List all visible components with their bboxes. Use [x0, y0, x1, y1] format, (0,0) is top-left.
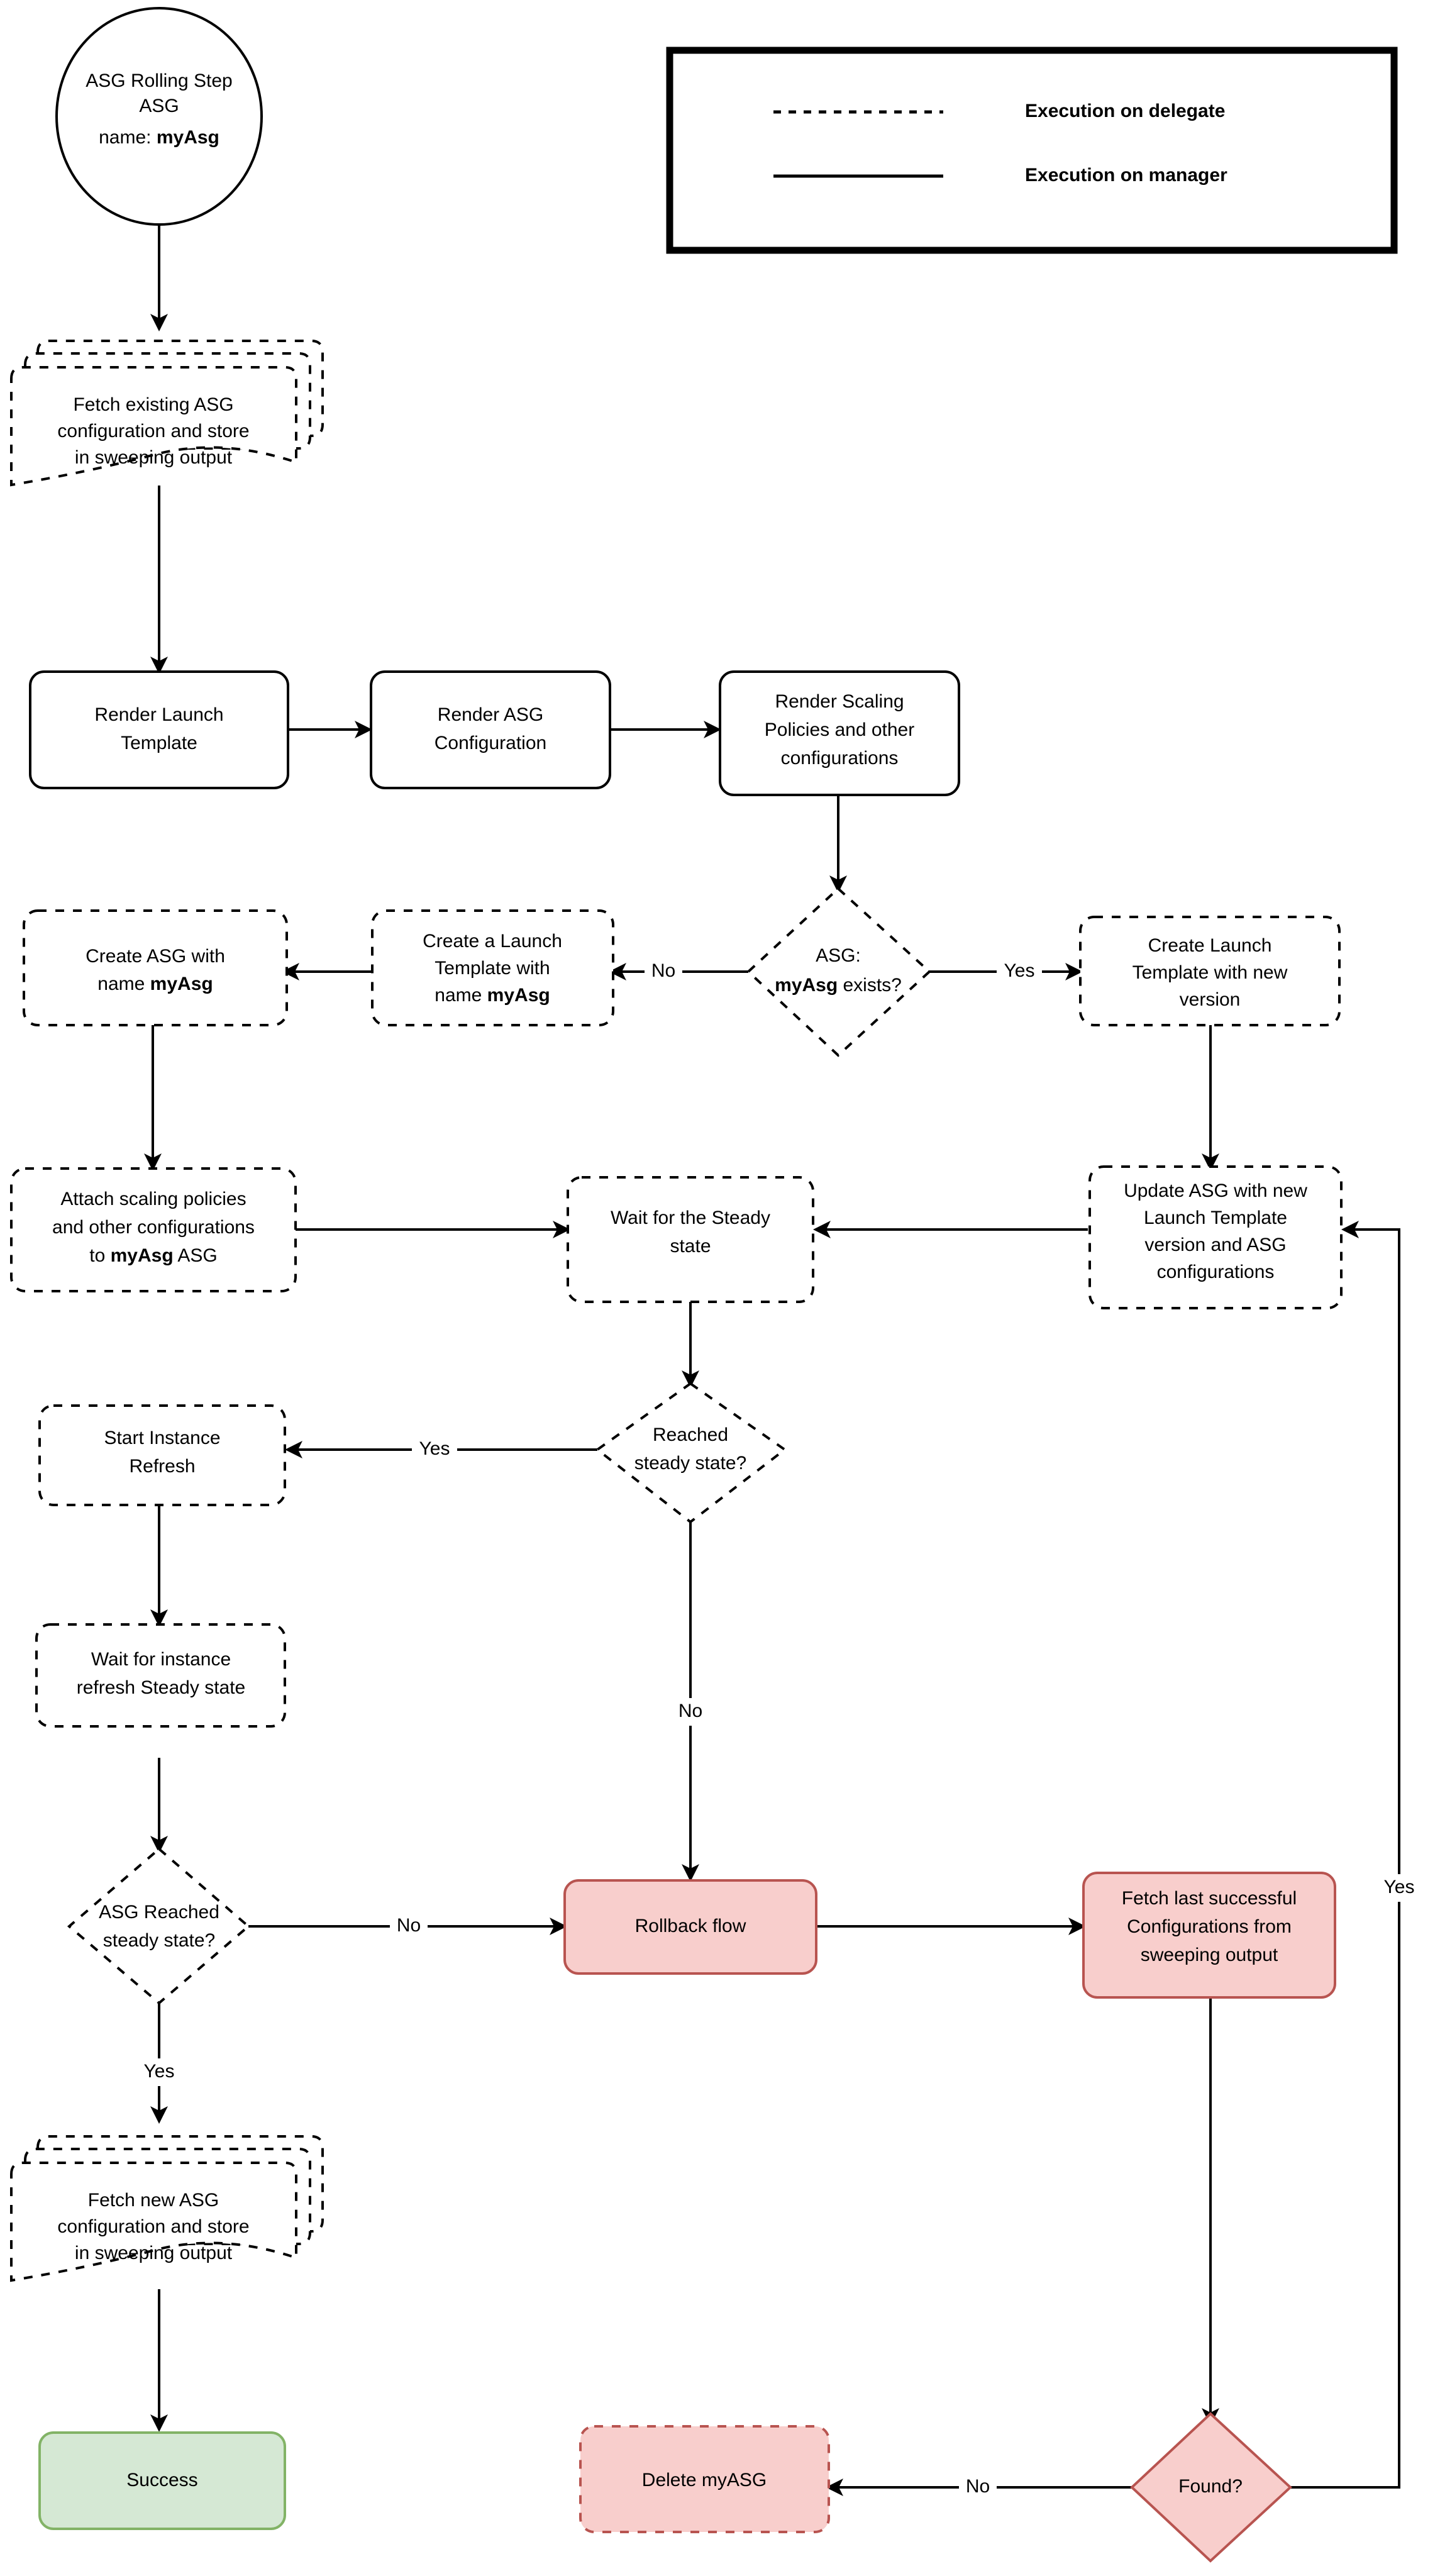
node-update-asg[interactable]: Update ASG with new Launch Template vers… — [1088, 1165, 1343, 1309]
node-asg-exists-line1: ASG: — [816, 945, 861, 966]
node-render-scaling-policies[interactable]: Render Scaling Policies and other config… — [719, 670, 960, 796]
node-wait-steady-state[interactable]: Wait for the Steady state — [567, 1176, 814, 1303]
node-delete-myasg[interactable]: Delete myASG — [579, 2425, 830, 2533]
node-create-asg-line1: Create ASG with — [86, 946, 225, 967]
node-update-asg-line4: configurations — [1157, 1262, 1275, 1282]
node-fetch-new-line1: Fetch new ASG — [88, 2190, 219, 2211]
node-render-asg-line1: Render ASG — [438, 704, 543, 725]
node-create-lt-new-line1: Create Launch — [1148, 935, 1272, 956]
node-rollback-flow[interactable]: Rollback flow — [563, 1879, 817, 1975]
node-create-launch-template-new-version[interactable]: Create Launch Template with new version — [1079, 916, 1341, 1026]
node-fetch-last-line3: sweeping output — [1141, 1945, 1278, 1965]
node-update-asg-line3: version and ASG — [1144, 1235, 1286, 1255]
node-render-scaling-line1: Render Scaling — [775, 691, 904, 712]
node-render-scaling-line3: configurations — [781, 748, 899, 769]
node-asg-exists-decision[interactable]: ASG: myAsg exists? — [746, 887, 931, 1057]
node-update-asg-line2: Launch Template — [1144, 1208, 1287, 1228]
node-start-line2: ASG — [139, 96, 179, 116]
edge-label-reached-steady-yes: Yes — [419, 1438, 450, 1459]
node-create-a-lt-line3: name myAsg — [435, 985, 550, 1006]
node-reached-steady-decision[interactable]: Reached steady state? — [595, 1382, 787, 1524]
node-fetch-existing-line3: in sweeping output — [75, 447, 233, 468]
edge-label-asg-reached-no: No — [397, 1915, 421, 1936]
edge-label-reached-steady-no: No — [678, 1701, 702, 1721]
node-create-a-lt-line1: Create a Launch — [423, 931, 562, 952]
node-found-decision[interactable]: Found? — [1130, 2412, 1292, 2563]
node-fetch-new-line2: configuration and store — [57, 2216, 249, 2237]
edge-found-yes-return — [1289, 1221, 1400, 2489]
node-start-refresh-line1: Start Instance — [104, 1428, 220, 1448]
node-attach-line3: to myAsg ASG — [89, 1245, 217, 1266]
node-update-asg-line1: Update ASG with new — [1124, 1180, 1307, 1201]
node-success-line1: Success — [126, 2470, 197, 2490]
node-wait-refresh-line1: Wait for instance — [91, 1649, 231, 1670]
node-wait-instance-refresh[interactable]: Wait for instance refresh Steady state — [35, 1623, 286, 1728]
node-fetch-existing-line1: Fetch existing ASG — [73, 394, 233, 415]
edge-label-found-no: No — [966, 2476, 990, 2497]
node-fetch-new-asg[interactable]: Fetch new ASG configuration and store in… — [10, 2135, 324, 2282]
edge-label-asg-exists-no: No — [651, 960, 675, 981]
node-create-asg[interactable]: Create ASG with name myAsg — [23, 909, 288, 1026]
node-attach-line2: and other configurations — [52, 1217, 255, 1238]
node-create-a-launch-template[interactable]: Create a Launch Template with name myAsg — [371, 909, 614, 1026]
node-render-asg-line2: Configuration — [435, 733, 546, 753]
edge-label-asg-exists-yes: Yes — [1004, 960, 1035, 981]
edge-labels: No Yes Yes No No Yes No Yes — [136, 958, 1422, 2501]
edge-label-found-yes: Yes — [1384, 1877, 1415, 1897]
node-start-line3: name: myAsg — [99, 127, 219, 148]
node-delete-myasg-line1: Delete myASG — [642, 2470, 767, 2490]
node-reached-steady-line2: steady state? — [634, 1453, 746, 1474]
node-wait-steady-line2: state — [670, 1236, 711, 1257]
node-found-line1: Found? — [1178, 2476, 1243, 2497]
node-attach-line1: Attach scaling policies — [60, 1189, 246, 1209]
node-success[interactable]: Success — [38, 2431, 286, 2530]
node-attach-scaling-policies[interactable]: Attach scaling policies and other config… — [10, 1167, 297, 1292]
legend: Execution on delegate Execution on manag… — [666, 47, 1398, 254]
node-asg-exists-line2: myAsg exists? — [775, 975, 902, 996]
node-create-a-lt-line2: Template with — [435, 958, 550, 979]
node-fetch-last-line2: Configurations from — [1127, 1916, 1292, 1937]
node-start-refresh-line2: Refresh — [129, 1456, 195, 1477]
node-asg-reached-line1: ASG Reached — [99, 1902, 219, 1923]
node-reached-steady-line1: Reached — [653, 1424, 728, 1445]
node-fetch-last-successful[interactable]: Fetch last successful Configurations fro… — [1082, 1872, 1336, 1999]
node-render-asg-configuration[interactable]: Render ASG Configuration — [370, 670, 611, 789]
legend-label-manager: Execution on manager — [1025, 165, 1227, 186]
node-fetch-new-line3: in sweeping output — [75, 2243, 233, 2263]
node-start[interactable]: ASG Rolling Step ASG name: myAsg — [55, 7, 263, 226]
node-create-lt-new-line2: Template with new — [1133, 962, 1288, 983]
node-asg-reached-steady-decision[interactable]: ASG Reached steady state? — [67, 1847, 251, 2005]
node-wait-steady-line1: Wait for the Steady — [611, 1208, 770, 1228]
node-render-launch-line1: Render Launch — [94, 704, 223, 725]
node-fetch-existing-line2: configuration and store — [57, 421, 249, 441]
node-render-launch-line2: Template — [121, 733, 197, 753]
node-asg-reached-line2: steady state? — [103, 1930, 215, 1951]
node-start-line1: ASG Rolling Step — [86, 70, 232, 91]
node-render-scaling-line2: Policies and other — [765, 719, 914, 740]
edge-label-asg-reached-yes: Yes — [144, 2061, 175, 2082]
node-rollback-line1: Rollback flow — [635, 1916, 746, 1936]
node-fetch-existing-asg[interactable]: Fetch existing ASG configuration and sto… — [10, 340, 324, 487]
node-create-asg-line2: name myAsg — [97, 974, 213, 994]
node-wait-refresh-line2: refresh Steady state — [77, 1677, 245, 1698]
edges — [144, 223, 1400, 2496]
node-create-lt-new-line3: version — [1180, 989, 1241, 1010]
node-start-instance-refresh[interactable]: Start Instance Refresh — [38, 1404, 286, 1506]
node-fetch-last-line1: Fetch last successful — [1122, 1888, 1297, 1909]
legend-label-delegate: Execution on delegate — [1025, 101, 1225, 121]
node-render-launch-template[interactable]: Render Launch Template — [29, 670, 289, 789]
